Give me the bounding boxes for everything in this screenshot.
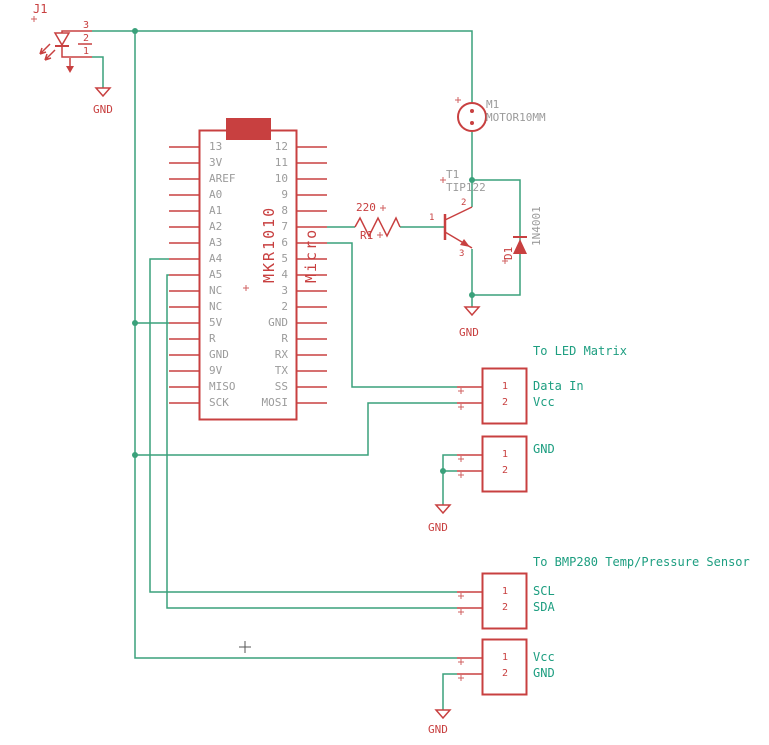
j1-refdes: J1 [33,2,48,16]
gnd-symbols [94,87,481,720]
transistor-pin-number: 2 [461,198,467,208]
mcu-pin-label: R [209,332,216,345]
connector-pin-number: 1 [502,586,509,597]
net-label: Vcc [533,650,555,664]
transistor-refdes: T1 [446,168,460,181]
j1-pin-number: 2 [83,33,90,44]
mcu-pin-label: 9V [209,364,223,377]
j1-pin-number: 3 [83,20,90,31]
net-label: Data In [533,379,584,393]
mcu-pin-label: 8 [281,204,288,217]
crosshair-icon [239,641,251,653]
connector-pin-number: 1 [502,449,509,460]
motor-symbol [457,102,487,132]
junction-dots [132,28,475,474]
net-label: GND [533,666,555,680]
mcu-pin-label: 13 [209,140,223,153]
motor-value: MOTOR10MM [486,111,546,124]
gnd-label: GND [428,723,448,736]
mcu-pin-label: GND [209,348,229,361]
mcu-pin-label: 10 [274,172,288,185]
diode-refdes: D1 [502,246,515,260]
net-label: SDA [533,600,555,614]
mcu-pin-label: GND [268,316,288,329]
mcu-pin-label: 9 [281,188,288,201]
origin-crosses [31,16,508,681]
resistor-value: 220 [356,201,376,214]
motor-refdes: M1 [486,98,500,111]
diode-symbol [513,236,527,254]
connector-symbols [457,367,528,696]
transistor-pin-number: 3 [459,249,465,259]
mcu-pin-label: SCK [209,396,229,409]
connector-pin-number: 2 [502,397,509,408]
connector-pin-number: 1 [502,652,509,663]
mcu-pin-label: 2 [281,300,288,313]
mcu-pin-label: TX [274,364,288,377]
net-label: To LED Matrix [533,344,627,358]
mcu-pin-label: A4 [209,252,223,265]
mcu-pin-label: A2 [209,220,223,233]
mcu-pin-label: A1 [209,204,223,217]
mcu-pin-label: SS [274,380,288,393]
mcu-pin-label: MISO [209,380,236,393]
j1-pin-number: 1 [83,46,90,57]
mcu-pin-label: RX [274,348,288,361]
mcu-symbol [169,118,327,421]
mcu-name: MKR1010 Micro [234,206,346,283]
mcu-pin-label: 3 [281,284,288,297]
diode-value: 1N4001 [530,206,543,246]
mcu-pin-label: 7 [281,220,288,233]
net-label: To BMP280 Temp/Pressure Sensor [533,555,750,569]
resistor-refdes: R1 [360,229,374,242]
connector-pin-number: 2 [502,465,509,476]
mcu-pin-label: MOSI [261,396,289,409]
connector-pin-number: 2 [502,668,509,679]
connector-pin-number: 1 [502,381,509,392]
mcu-pin-label: 5 [281,252,288,265]
transistor-symbol [443,206,473,249]
gnd-label: GND [459,326,479,339]
mcu-pin-label: 12 [274,140,288,153]
mcu-pin-label: 6 [281,236,288,249]
mcu-pin-label: A0 [209,188,223,201]
gnd-label: GND [428,521,448,534]
mcu-pin-label: R [281,332,288,345]
mcu-pin-label: 4 [281,268,288,281]
mcu-pin-label: A3 [209,236,223,249]
mcu-name-line1: MKR1010 [260,205,278,283]
transistor-pin-number: 1 [429,213,435,223]
mcu-pin-label: NC [209,284,223,297]
connector-pin-number: 2 [502,602,509,613]
resistor-symbol [354,216,401,238]
mcu-name-line2: Micro [302,227,320,283]
net-label: Vcc [533,395,555,409]
mcu-pin-label: A5 [209,268,223,281]
transistor-value: TIP122 [446,181,486,194]
mcu-pin-label: 5V [209,316,223,329]
j1-led-symbol [39,30,92,73]
gnd-label: GND [93,103,113,116]
net-label: SCL [533,584,555,598]
mcu-pin-label: NC [209,300,223,313]
mcu-pin-label: 11 [274,156,288,169]
mcu-pin-label: 3V [209,156,223,169]
mcu-pin-label: AREF [209,172,236,185]
net-label: GND [533,442,555,456]
